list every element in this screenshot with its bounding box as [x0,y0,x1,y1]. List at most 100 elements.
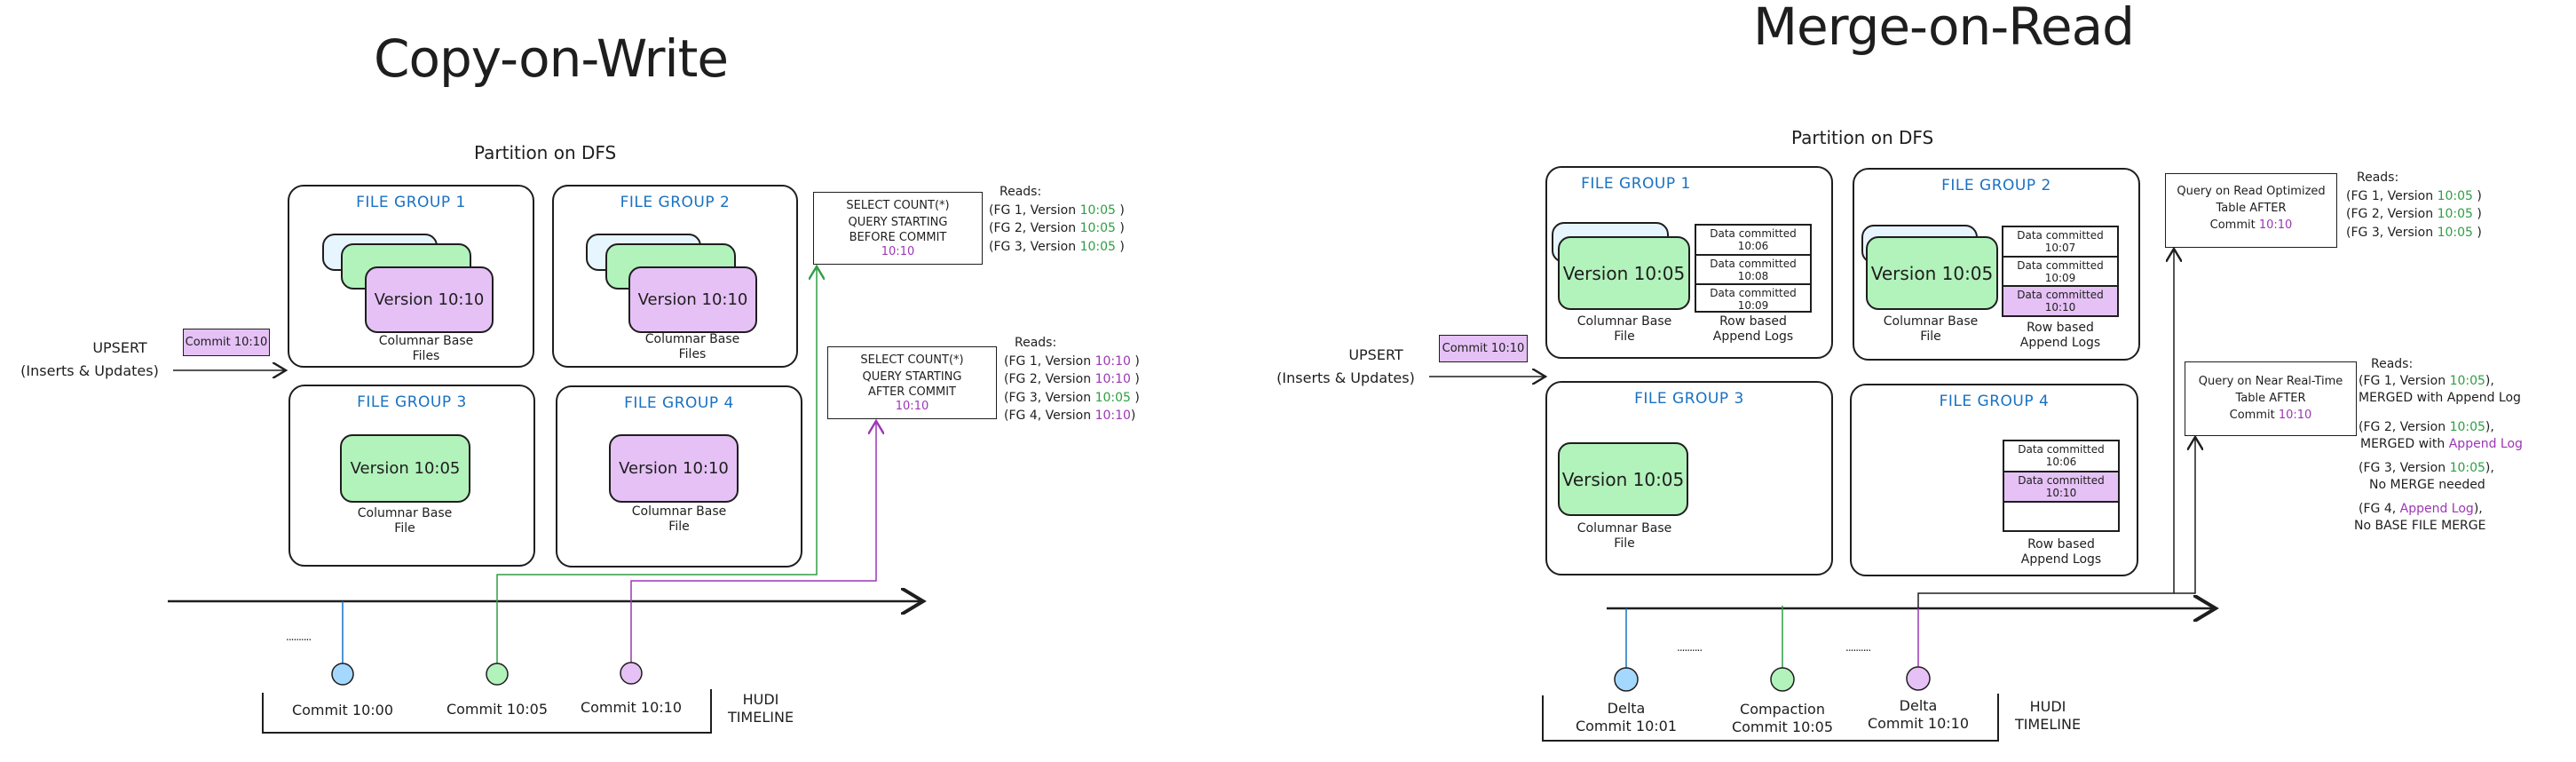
query-line: QUERY STARTING [848,216,948,229]
caption-line: Columnar Base [1576,521,1672,536]
logs-caption: Row based Append Logs [1999,537,2123,568]
reads-version: 10:05 [2437,225,2473,240]
cow-reads-before: Reads: (FG 1, Version 10:05 ) (FG 2, Ver… [989,183,1125,256]
mor-commit-tag: Commit 10:10 [1439,335,1528,362]
commit-time: Commit 10:05 [1731,718,1834,735]
caption-line: File [1920,329,1941,344]
reads-row: (FG 2, Version 10:05 ) [989,219,1125,238]
query-line: Query on Near Real-Time [2198,375,2343,388]
current-file-version-card: Version 10:10 [628,266,757,333]
query-line: SELECT COUNT(*) [860,353,964,367]
query-line: Query on Read Optimized [2177,185,2326,198]
query-commit-time: 10:10 [2278,409,2312,422]
cow-commit-dot-green [486,663,509,686]
timeline-name-line: TIMELINE [2014,716,2082,733]
reads-text: (FG 2, Version [1004,372,1095,386]
file-group-title: FILE GROUP 4 [1939,393,2050,410]
log-text: Data committed [2018,474,2105,487]
cow-commit-dot-purple [620,662,643,685]
caption-line: File [394,521,415,536]
cow-partition-label: Partition on DFS [474,142,617,163]
reads-text: (FG 3, Version [2359,461,2450,475]
caption-line: Columnar Base [631,504,727,519]
mor-partition-label: Partition on DFS [1791,127,1934,148]
reads-row: (FG 1, Version 10:10 ) [1004,353,1140,371]
cow-commit-tag: Commit 10:10 [183,329,270,356]
base-file-card: Version 10:05 [1558,442,1688,516]
caption-line: Append Logs [1712,329,1794,344]
log-text: Data committed [2017,289,2104,301]
reads-version: 10:05 [2437,188,2473,203]
base-file-card: Version 10:05 [1558,236,1690,310]
reads-text: (FG 2, Version [989,221,1080,235]
reads-text: ) [1130,372,1140,386]
reads-text: ) [1115,239,1125,254]
reads-row: MERGED with Append Log [2359,391,2521,405]
reads-row: (FG 3, Version 10:05 ) [989,238,1125,257]
file-caption: Columnar Base Files [626,332,759,362]
mor-commit-label-3: Delta Commit 10:10 [1865,697,1972,733]
reads-text: (FG 3, Version [2346,225,2438,240]
log-time: 10:09 [1737,299,1769,312]
log-time: 10:10 [2044,301,2076,314]
cow-query-before-commit: SELECT COUNT(*) QUERY STARTING BEFORE CO… [813,192,983,265]
commit-type: Delta [1899,697,1938,714]
current-file-version-card: Version 10:10 [609,434,739,503]
file-group-title: FILE GROUP 4 [624,394,734,412]
reads-row: No BASE FILE MERGE [2354,519,2486,533]
logs-caption: Row based Append Logs [1998,321,2122,351]
reads-row: (FG 4, Version 10:10) [1004,407,1140,425]
reads-version: 10:05 [1079,202,1116,218]
query-commit-time: 10:10 [881,245,915,258]
reads-version: 10:10 [1094,353,1131,369]
reads-version: 10:05 [2449,461,2485,475]
reads-row: (FG 4, Append Log), [2359,501,2523,518]
reads-row: (FG 1, Version 10:05), [2359,373,2523,390]
mor-commit-label-2: Compaction Commit 10:05 [1725,701,1840,736]
current-file-version-card: Version 10:10 [365,266,494,333]
file-caption: Columnar Base File [1562,521,1687,552]
query-line: Table AFTER [2235,392,2306,405]
reads-text: (FG 2, Version [2346,207,2438,221]
reads-text: (FG 4, [2359,502,2400,516]
reads-text: ), [2485,374,2494,388]
reads-text: (FG 2, Version [2359,420,2450,434]
reads-text: ) [2472,207,2482,221]
reads-text: ) [1115,221,1125,235]
reads-version: 10:05 [1094,390,1131,405]
base-file-card: Version 10:05 [1866,236,1998,310]
caption-line: Row based [2027,537,2095,552]
reads-version: 10:05 [1079,221,1116,235]
query-commit-time: 10:10 [895,400,929,413]
log-time: 10:06 [2045,456,2077,468]
mor-commit-dot-purple [1906,666,1931,691]
cow-commit-label-1: Commit 10:00 [291,702,394,718]
reads-text: (FG 1, Version [2359,374,2450,388]
query-line: AFTER COMMIT [868,385,956,399]
query-text: Commit [2209,218,2259,232]
mor-timeline-ellipsis-1: .......... [1677,641,1703,654]
caption-line: Columnar Base [644,332,740,346]
query-text: Commit [2229,409,2279,422]
query-line: Table AFTER [2216,202,2287,215]
reads-row: (FG 2, Version 10:10 ) [1004,370,1140,389]
timeline-name-line: HUDI [2029,698,2066,715]
caption-line: Row based [1719,314,1787,329]
reads-text: (FG 3, Version [1004,390,1095,405]
log-text: Data committed [1710,287,1797,299]
cow-title: Copy-on-Write [374,28,729,89]
log-text: Data committed [2018,443,2105,456]
caption-line: File [1614,329,1635,344]
commit-type: Compaction [1740,701,1825,718]
file-caption: Columnar Base File [612,504,746,535]
reads-row: (FG 3, Version 10:05 ) [2346,224,2482,242]
log-text: Data committed [2017,259,2104,272]
reads-text: (FG 1, Version [2346,188,2438,203]
caption-line: Append Logs [2019,336,2101,350]
